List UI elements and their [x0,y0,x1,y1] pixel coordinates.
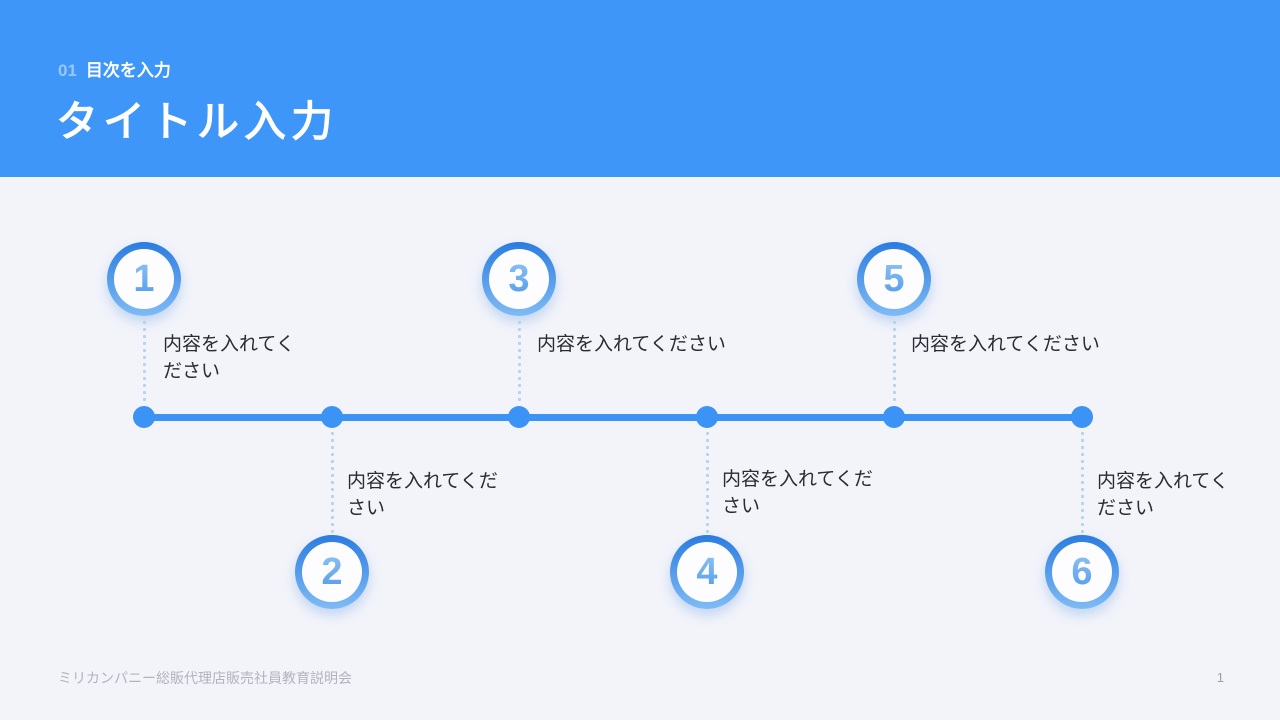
section-number: 01 [58,61,77,80]
step-number: 3 [508,258,530,300]
step-circle-4: 4 [670,535,744,609]
timeline-dot-1 [133,406,155,428]
step-number: 5 [883,258,905,300]
dotted-connector [892,319,896,405]
slide-title: タイトル入力 [56,98,339,145]
section-label: 目次を入力 [85,61,171,80]
step-label-3: 内容を入れてください [537,334,726,355]
timeline-line [144,414,1082,421]
step-label-1: 内容を入れてください [163,334,295,382]
step-number: 1 [133,258,155,300]
dotted-connector [142,319,146,405]
dotted-connector [330,430,334,533]
step-label-5: 内容を入れてください [911,334,1100,355]
step-circle-3: 3 [482,242,556,316]
step-circle-2: 2 [295,535,369,609]
page-number: 1 [1216,670,1224,685]
timeline-dot-5 [883,406,905,428]
dotted-connector [1080,430,1084,533]
step-label-6: 内容を入れてください [1097,471,1229,519]
step-label-2: 内容を入れてください [347,471,498,519]
step-number: 2 [321,551,343,593]
dotted-connector [517,319,521,405]
timeline-dot-2 [321,406,343,428]
step-number: 6 [1071,551,1093,593]
footer-company-text: ミリカンパニー総販代理店販売社員教育説明会 [58,670,352,686]
step-number: 4 [696,551,718,593]
step-circle-1: 1 [107,242,181,316]
slide-header: 01 目次を入力 タイトル入力 [0,0,1280,177]
step-circle-5: 5 [857,242,931,316]
step-label-4: 内容を入れてください [722,469,873,517]
step-circle-6: 6 [1045,535,1119,609]
timeline-dot-6 [1071,406,1093,428]
timeline-dot-3 [508,406,530,428]
timeline-dot-4 [696,406,718,428]
dotted-connector [705,430,709,533]
section-kicker: 01 目次を入力 [58,60,171,82]
